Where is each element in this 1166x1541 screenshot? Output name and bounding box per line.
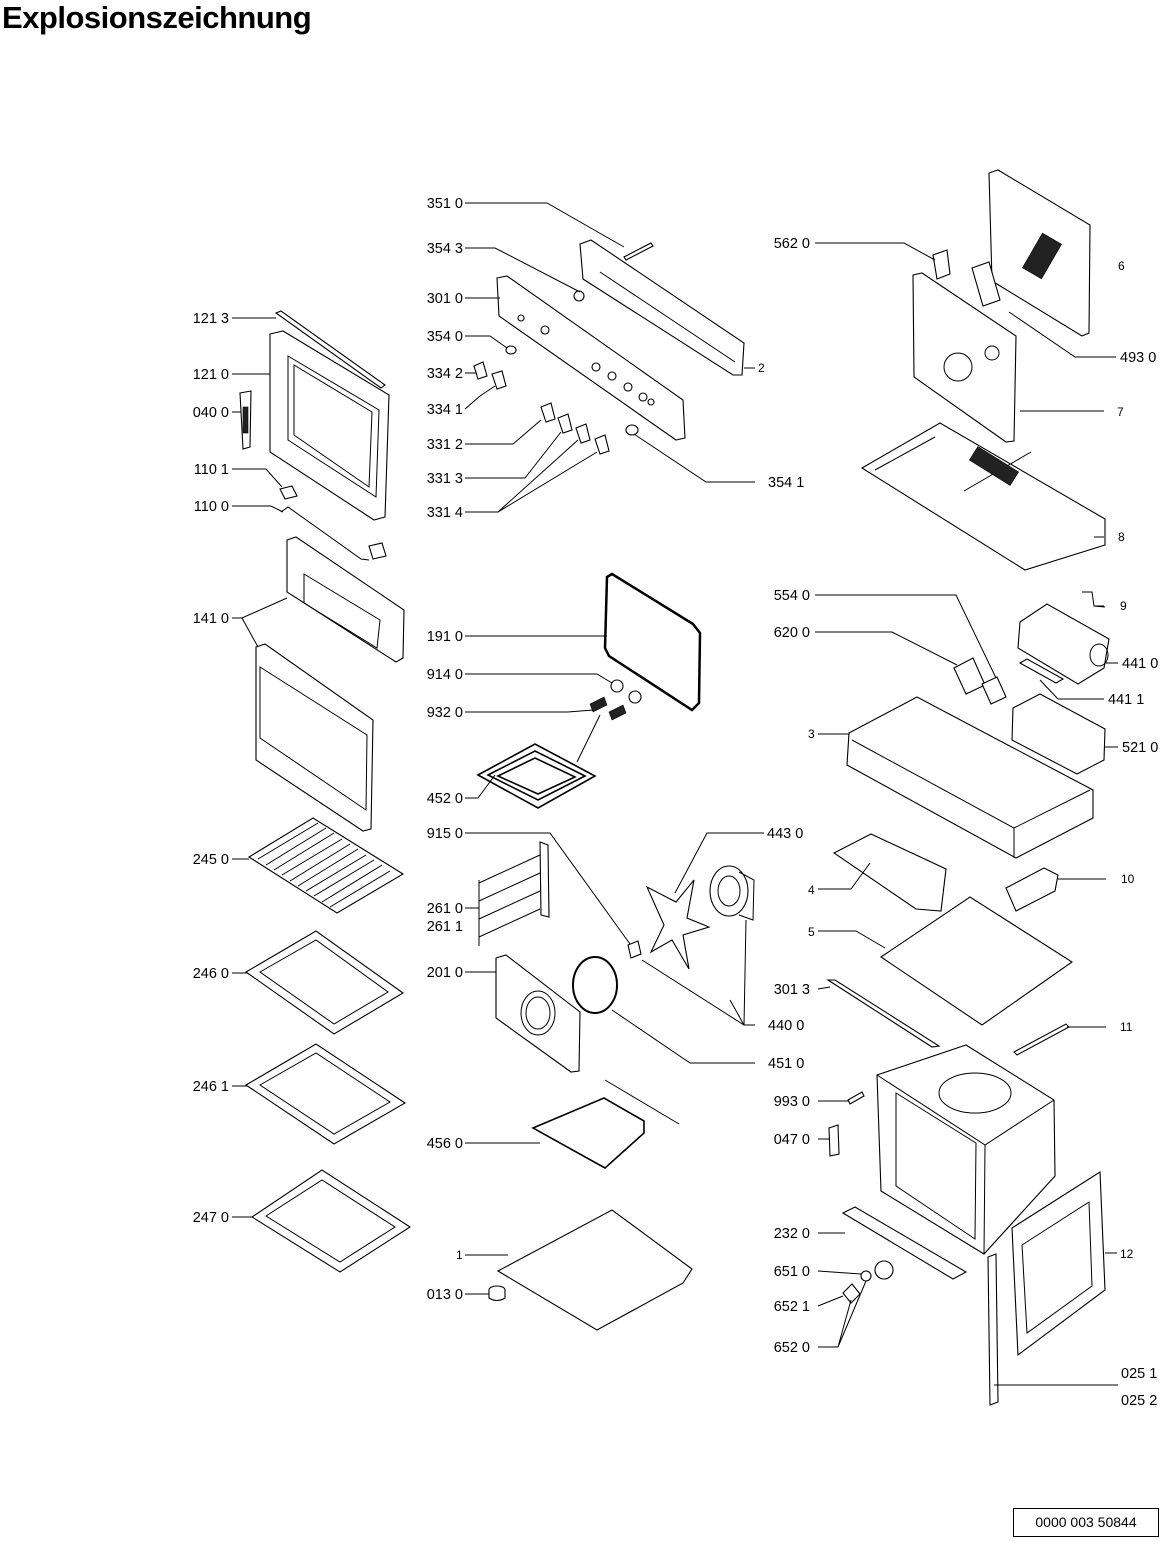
label-2: 2: [758, 361, 765, 375]
label-452-0: 452 0: [427, 791, 463, 807]
label-331-3: 331 3: [427, 471, 463, 487]
label-246-0: 246 0: [193, 966, 229, 982]
label-110-0: 110 0: [194, 499, 229, 515]
cavity-components: [476, 572, 755, 1331]
label-8: 8: [1118, 530, 1125, 544]
label-493-0: 493 0: [1120, 350, 1156, 366]
door-parts: [239, 310, 405, 832]
part-labels: 351 0 354 3 301 0 354 0 334 2 334 1 331 …: [193, 196, 1159, 1409]
label-334-2: 334 2: [427, 366, 463, 382]
label-9: 9: [1120, 599, 1127, 613]
oven-cavity: [828, 1044, 1106, 1406]
page-title: Explosionszeichnung: [2, 0, 312, 35]
label-354-1: 354 1: [768, 475, 804, 491]
label-441-1: 441 1: [1108, 692, 1144, 708]
label-652-0: 652 0: [774, 1340, 810, 1356]
label-110-1: 110 1: [194, 462, 229, 478]
label-651-0: 651 0: [774, 1264, 810, 1280]
label-301-0: 301 0: [427, 291, 463, 307]
label-7: 7: [1117, 405, 1124, 419]
leader-lines: [232, 202, 1118, 1386]
label-025-2: 025 2: [1121, 1393, 1157, 1409]
racks-and-trays: [244, 817, 412, 1273]
label-141-0: 141 0: [193, 611, 229, 627]
label-301-3: 301 3: [774, 982, 810, 998]
label-331-2: 331 2: [427, 437, 463, 453]
label-261-0: 261 0: [427, 901, 463, 917]
label-232-0: 232 0: [774, 1226, 810, 1242]
label-993-0: 993 0: [774, 1094, 810, 1110]
label-261-1: 261 1: [427, 919, 463, 935]
label-013-0: 013 0: [427, 1287, 463, 1303]
label-6: 6: [1118, 259, 1125, 273]
label-620-0: 620 0: [774, 625, 810, 641]
label-10: 10: [1121, 872, 1135, 886]
label-5: 5: [808, 925, 815, 939]
label-3: 3: [808, 727, 815, 741]
label-354-0: 354 0: [427, 329, 463, 345]
control-panel-parts: [473, 239, 745, 455]
label-121-0: 121 0: [193, 367, 229, 383]
label-11: 11: [1120, 1020, 1133, 1034]
label-334-1: 334 1: [427, 402, 463, 418]
label-932-0: 932 0: [427, 705, 463, 721]
label-121-3: 121 3: [193, 311, 229, 327]
label-521-0: 521 0: [1122, 740, 1158, 756]
label-354-3: 354 3: [427, 241, 463, 257]
label-351-0: 351 0: [427, 196, 463, 212]
label-1: 1: [456, 1248, 463, 1262]
label-914-0: 914 0: [427, 667, 463, 683]
label-456-0: 456 0: [427, 1136, 463, 1152]
label-246-1: 246 1: [193, 1079, 229, 1095]
label-245-0: 245 0: [193, 852, 229, 868]
label-554-0: 554 0: [774, 588, 810, 604]
label-331-4: 331 4: [427, 505, 463, 521]
label-047-0: 047 0: [774, 1132, 810, 1148]
label-12: 12: [1120, 1247, 1134, 1261]
label-4: 4: [808, 883, 815, 897]
label-652-1: 652 1: [774, 1299, 810, 1315]
document-number-box: 0000 003 50844: [1013, 1508, 1159, 1537]
label-025-1: 025 1: [1121, 1366, 1157, 1382]
label-191-0: 191 0: [427, 629, 463, 645]
label-440-0: 440 0: [768, 1018, 804, 1034]
rear-assembly: [860, 169, 1106, 571]
label-040-0: 040 0: [193, 405, 229, 421]
label-247-0: 247 0: [193, 1210, 229, 1226]
label-201-0: 201 0: [427, 965, 463, 981]
label-915-0: 915 0: [427, 826, 463, 842]
label-441-0: 441 0: [1122, 656, 1158, 672]
housing-and-electronics: [826, 591, 1110, 1056]
label-451-0: 451 0: [768, 1056, 804, 1072]
label-562-0: 562 0: [774, 236, 810, 252]
label-443-0: 443 0: [767, 826, 803, 842]
